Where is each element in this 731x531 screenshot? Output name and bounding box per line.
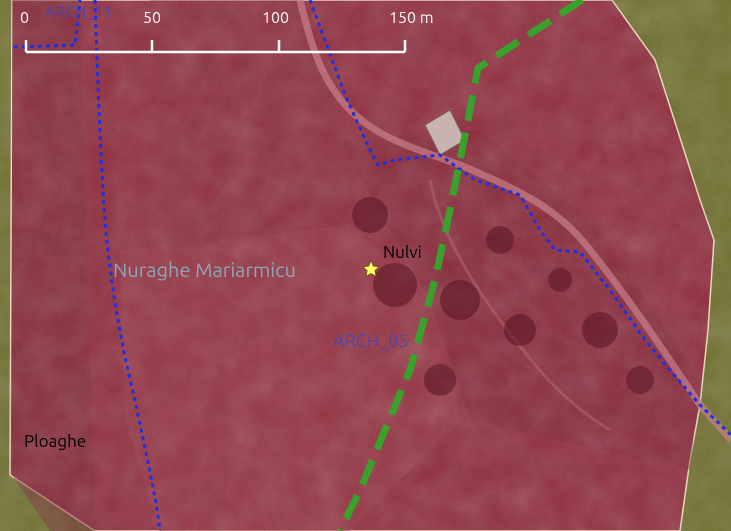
vegetation — [352, 197, 654, 396]
town-label-nulvi: Nulvi — [383, 243, 422, 262]
blue-boundary-left — [13, 0, 162, 531]
scale-tick-0: 0 — [20, 9, 29, 27]
zone-label-top: ARCH_11 — [45, 3, 112, 21]
scale-tick-150: 150 m — [389, 9, 434, 27]
scale-bar: 0 50 100 150 m — [20, 9, 434, 54]
zone-label-arch05: ARCH_05 — [333, 331, 409, 351]
road — [296, 0, 731, 443]
green-boundary — [336, 0, 584, 531]
blue-boundary-right — [308, 0, 731, 437]
town-label-ploaghe: Ploaghe — [24, 432, 86, 451]
scale-tick-100: 100 — [262, 9, 289, 27]
scale-tick-50: 50 — [143, 9, 161, 27]
star-icon[interactable] — [362, 260, 380, 277]
site-label[interactable]: Nuraghe Mariarmicu — [113, 258, 296, 281]
